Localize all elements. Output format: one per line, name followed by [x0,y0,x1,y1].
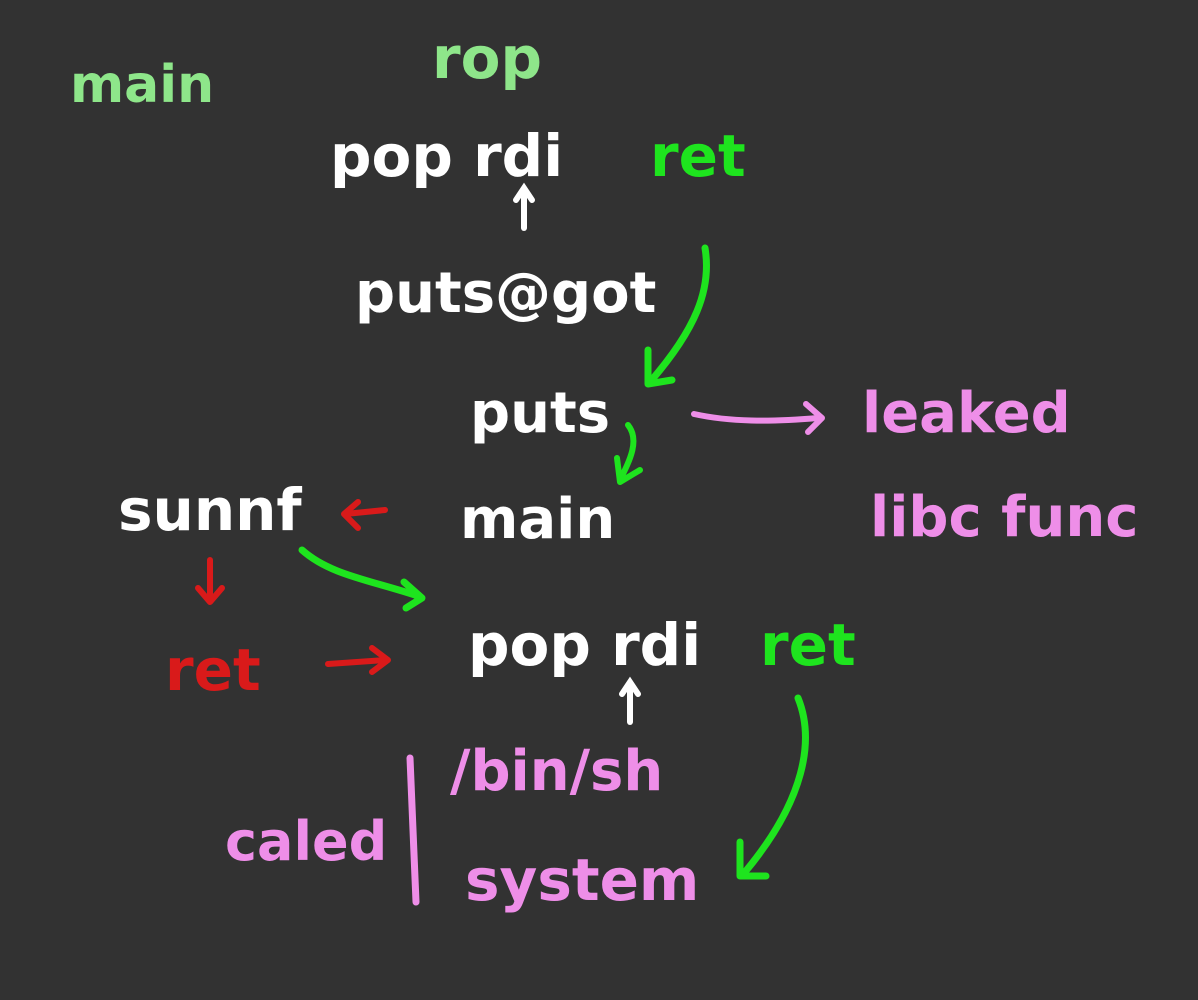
chain1-puts: puts [470,381,610,446]
arrow-ret-to-system [736,694,809,880]
chain1-pop-rdi: pop rdi [330,122,563,190]
arrow-up-rdi-2 [619,676,641,725]
chain1-ret: ret [650,122,746,190]
chain1-puts-got: puts@got [355,261,656,326]
arrow-ret-to-puts [644,244,711,388]
heading-rop: rop [432,24,542,92]
scanf-ret: ret [165,636,261,704]
called-bracket [406,754,420,906]
arrow-main-to-scanf [341,499,388,531]
scanf-label: sunnf [118,476,302,544]
chain2-ret: ret [760,611,856,679]
leak-line1: leaked [862,381,1071,446]
chain2-system: system [465,846,699,914]
arrow-scanf-to-ret [195,557,225,605]
arrow-puts-to-leaked [691,401,825,435]
arrow-up-rdi-1 [513,182,535,231]
chain2-bin-sh: /bin/sh [450,739,663,804]
heading-main: main [70,55,214,115]
arrow-puts-to-main [614,422,643,485]
chain1-main: main [460,487,615,552]
arrow-ret-to-pop-rdi [325,645,391,675]
chain2-pop-rdi: pop rdi [468,611,701,679]
chain2-called: caled [225,810,387,873]
leak-line2: libc func [870,485,1138,550]
arrow-scanf-to-pop-rdi [298,546,426,612]
